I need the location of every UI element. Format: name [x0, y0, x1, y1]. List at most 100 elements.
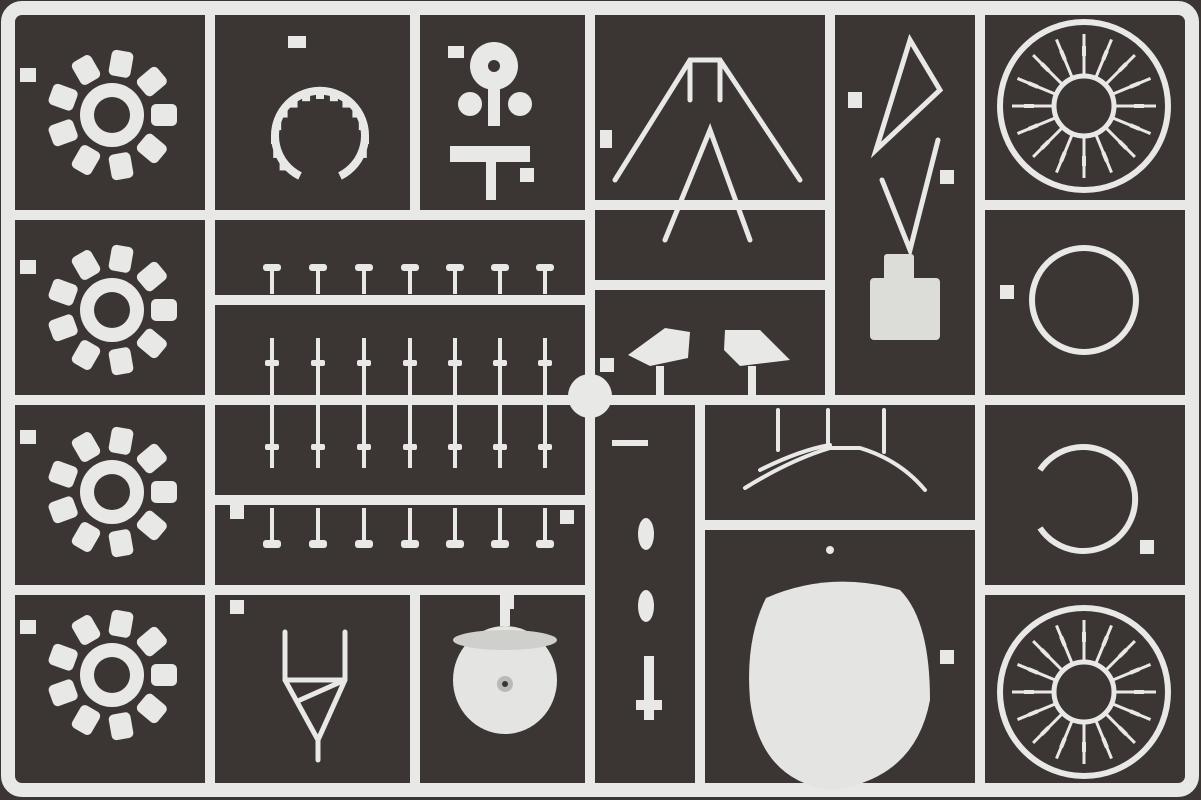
pin-foot: [491, 540, 509, 548]
spoke-tab: [1040, 62, 1051, 73]
long-pin: [543, 338, 547, 468]
cowling-ring-part: [271, 86, 369, 180]
engine-block: [870, 254, 940, 340]
spoke-tab: [1101, 635, 1109, 647]
spoke-tab: [1134, 690, 1144, 694]
cabane-strut: [282, 629, 348, 763]
long-pin: [408, 338, 412, 468]
hub-part: [450, 42, 532, 200]
pin-shaft: [453, 270, 457, 294]
cowling-disc: [749, 546, 930, 790]
runner-grid: [7, 7, 1195, 793]
cylinder: [136, 510, 167, 541]
pin-head: [536, 264, 554, 271]
cylinder: [48, 496, 78, 524]
cylinder: [71, 340, 101, 370]
cylinder: [136, 443, 167, 474]
cylinder: [48, 314, 78, 342]
pin-shaft: [543, 508, 547, 540]
ring-tooth: [271, 136, 279, 144]
pin-head: [446, 264, 464, 271]
pin-collar: [403, 444, 417, 450]
ring-teeth: [271, 91, 369, 171]
cylinder: [108, 426, 134, 455]
cylinder: [108, 152, 134, 181]
pin-foot: [401, 540, 419, 548]
pin-shaft: [453, 508, 457, 540]
cylinder: [48, 278, 78, 306]
spoke-tab: [1027, 709, 1039, 717]
outer-ring: [997, 19, 1171, 193]
pin-shaft: [498, 270, 502, 294]
engine-mount-rings: [997, 19, 1171, 779]
outer-ring: [997, 605, 1171, 779]
pin-collar: [493, 444, 507, 450]
cylinder: [108, 49, 134, 78]
pin-collar: [311, 444, 325, 450]
spoke-tab: [1024, 104, 1034, 108]
long-pin: [498, 338, 502, 468]
pin-shaft: [408, 508, 412, 540]
spoke-tab: [1027, 667, 1039, 675]
pin-foot: [309, 540, 327, 548]
engine-cylinders: [48, 49, 177, 741]
cylinder: [151, 104, 177, 126]
ring-tooth: [352, 109, 361, 118]
pin-head: [401, 264, 419, 271]
ring-tooth: [358, 122, 367, 131]
spoke-tab: [1027, 81, 1039, 89]
cylinder: [136, 133, 167, 164]
pin-collar: [357, 444, 371, 450]
exhaust-struts: [743, 408, 927, 492]
cylinder: [71, 705, 101, 735]
radial-engine-bank: [48, 609, 177, 741]
spoke-tab: [1059, 151, 1067, 163]
radial-engine-bank: [48, 426, 177, 558]
spoke-tab: [1082, 742, 1086, 752]
spoke-tab: [1129, 709, 1141, 717]
cylinder: [48, 119, 78, 147]
pin-head: [355, 264, 373, 271]
ring-tooth: [342, 99, 351, 108]
ring-tooth: [358, 149, 367, 158]
cylinder: [71, 250, 101, 280]
sprue-junction: [568, 374, 612, 418]
spoke-tab: [1040, 648, 1051, 659]
pin-shaft: [270, 508, 274, 540]
pin-head: [491, 264, 509, 271]
ring-tooth: [316, 91, 324, 99]
radial-engine-bank: [48, 244, 177, 376]
cylinder: [71, 145, 101, 175]
spoke-tab: [1117, 725, 1128, 736]
ring-tooth: [273, 149, 282, 158]
pin-head: [309, 264, 327, 271]
ring-tooth: [279, 109, 288, 118]
ring-tooth: [273, 122, 282, 131]
long-pin: [270, 338, 274, 468]
cylinder: [151, 299, 177, 321]
cylinder: [48, 460, 78, 488]
cylinder: [71, 522, 101, 552]
spoke-tab: [1101, 49, 1109, 61]
crankcase-hole: [94, 474, 130, 510]
ring-tooth: [361, 136, 369, 144]
pin-shaft: [270, 270, 274, 294]
pin-shaft: [316, 270, 320, 294]
pin-foot: [263, 540, 281, 548]
tail-fins: [628, 328, 790, 396]
pin-shaft: [316, 508, 320, 540]
cylinder: [151, 481, 177, 503]
cylinder: [136, 261, 167, 292]
ring-tooth: [302, 93, 311, 102]
ring-tooth: [279, 162, 288, 171]
spoke-tab: [1040, 725, 1051, 736]
long-pin: [316, 338, 320, 468]
cylinder: [108, 244, 134, 273]
pin-collar: [357, 360, 371, 366]
cylinder: [151, 664, 177, 686]
spoke-tab: [1082, 156, 1086, 166]
cylinder: [108, 347, 134, 376]
pin-shaft: [408, 270, 412, 294]
